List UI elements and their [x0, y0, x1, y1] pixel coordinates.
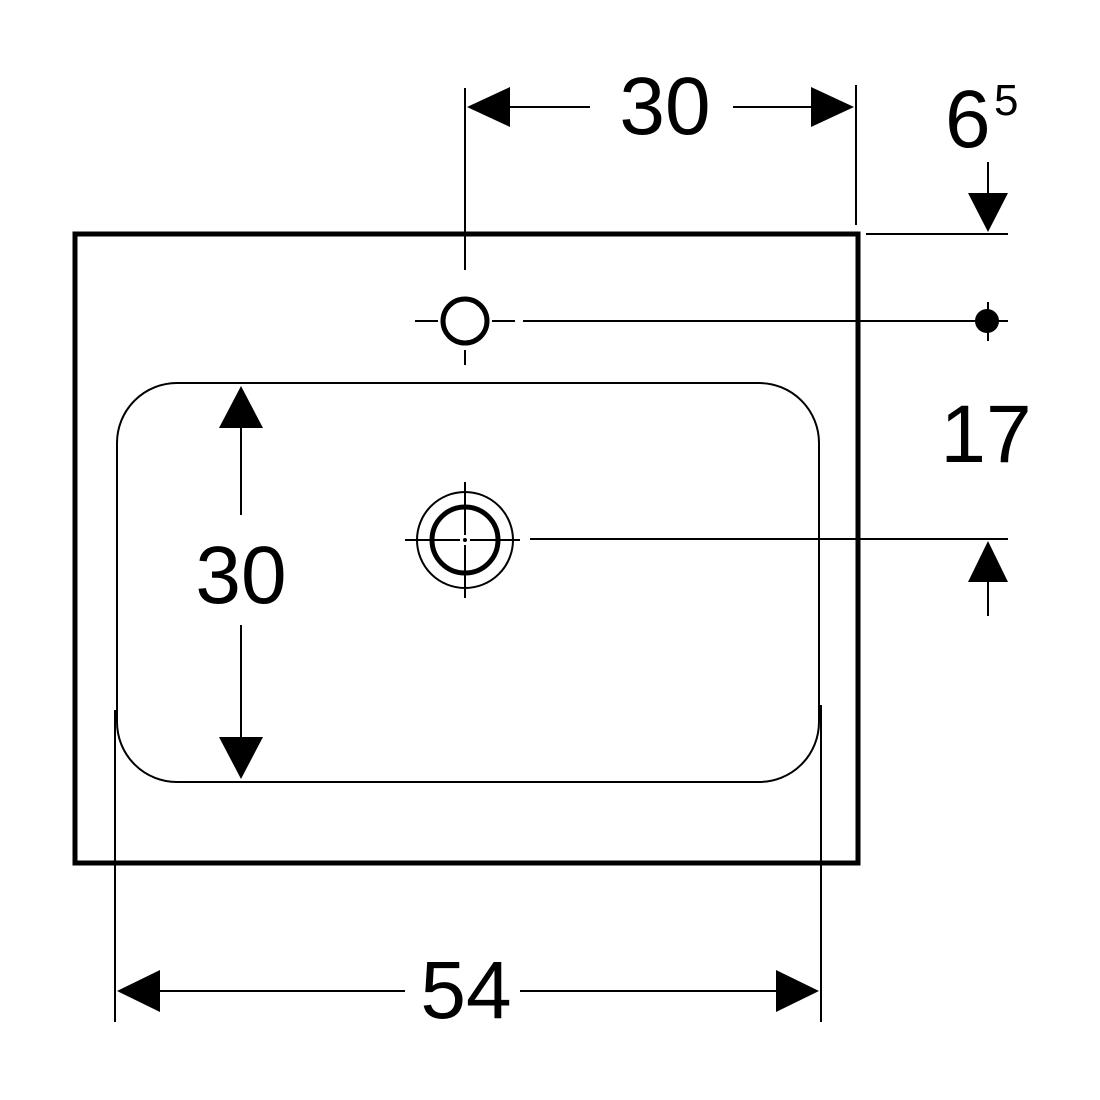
basin-outline — [72, 231, 861, 866]
tap-axis-extension — [523, 302, 1008, 341]
drain-hole — [405, 482, 520, 598]
dimension-bowl-depth: 30 — [195, 386, 287, 779]
label-rim-depth: 6 — [945, 74, 991, 165]
label-rim-depth-superscript: 5 — [994, 76, 1018, 125]
label-tap-offset: 30 — [619, 61, 710, 152]
bowl-outline — [116, 382, 820, 783]
dimension-tap-offset: 30 — [464, 61, 857, 270]
label-bowl-width: 54 — [420, 945, 511, 1036]
label-bowl-depth: 30 — [195, 530, 286, 621]
tap-hole — [415, 296, 515, 365]
label-drain-offset: 17 — [940, 389, 1031, 480]
dimension-rim-depth: 6 5 — [866, 74, 1018, 235]
dimension-drain-offset: 17 — [530, 389, 1032, 616]
dimension-bowl-width: 54 — [114, 705, 822, 1036]
